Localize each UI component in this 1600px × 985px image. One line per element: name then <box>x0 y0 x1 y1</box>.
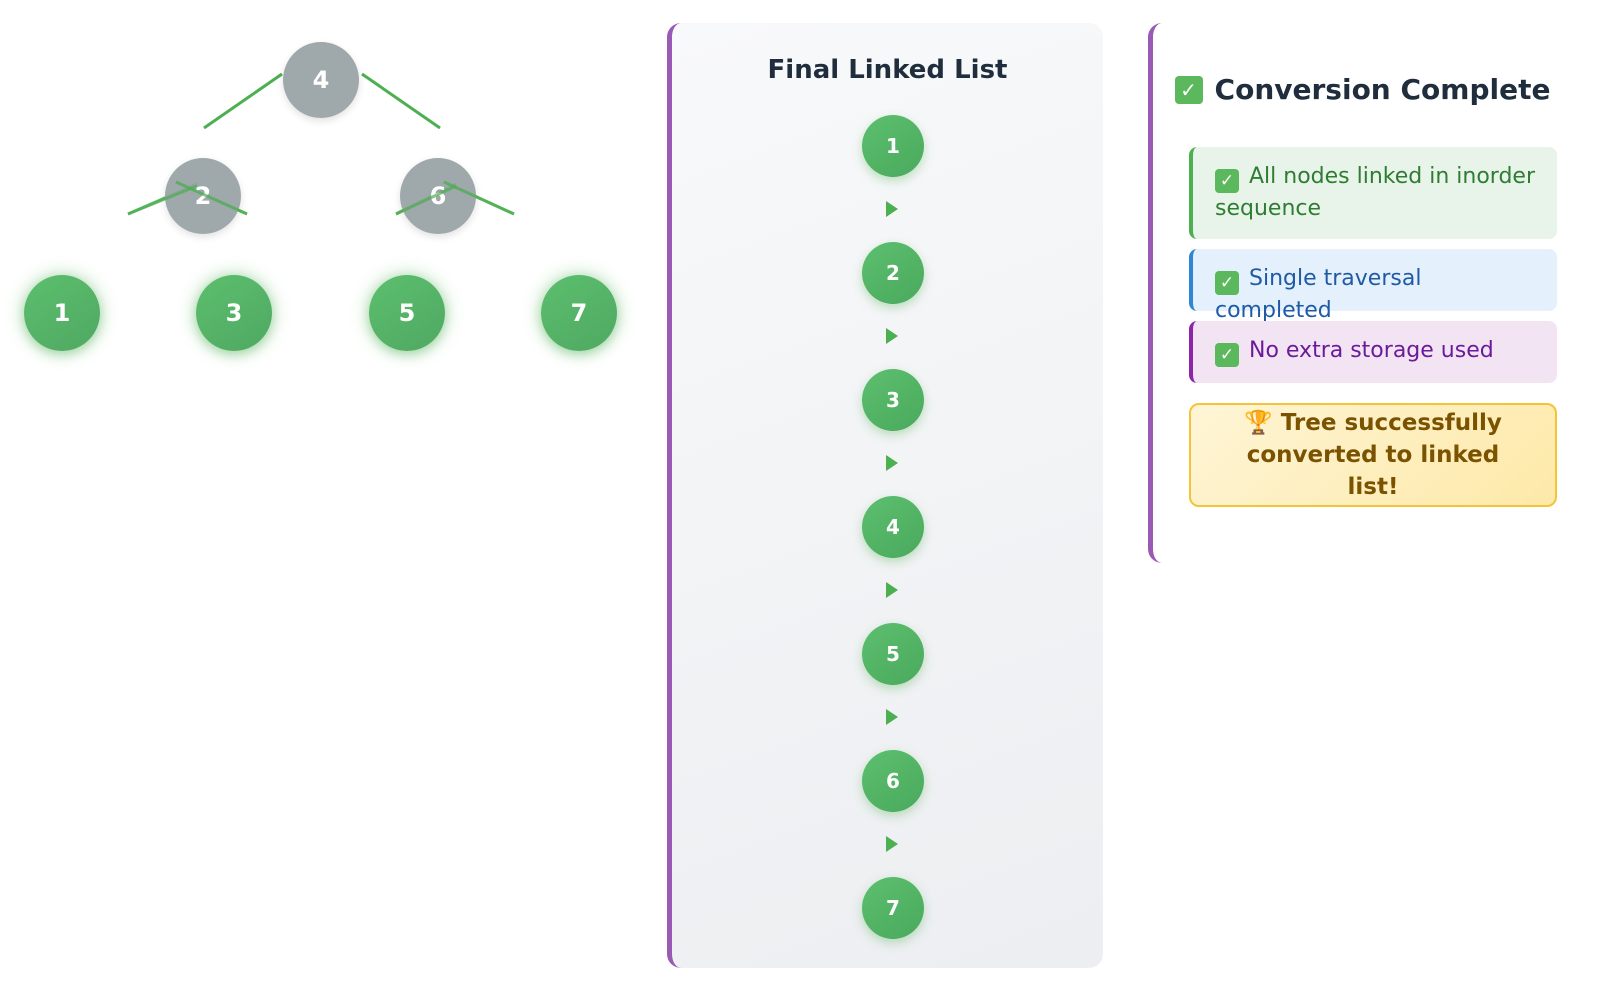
tree-node-root: 4 <box>283 42 359 118</box>
tree-node-value: 1 <box>53 299 71 327</box>
list-node-value: 2 <box>886 261 900 285</box>
arrow-right-icon <box>886 582 898 598</box>
tree-node-left: 2 <box>165 158 241 234</box>
tree-edge <box>361 72 441 130</box>
arrow-right-icon <box>886 201 898 217</box>
tree-edge <box>395 184 457 216</box>
status-card-text: Single traversal completed <box>1215 266 1422 323</box>
arrow-right-icon <box>886 328 898 344</box>
list-node-value: 3 <box>886 388 900 412</box>
tree-edge <box>203 72 283 130</box>
tree-leaf-node: 3 <box>196 275 272 351</box>
success-text: Tree successfully converted to linked li… <box>1246 410 1502 500</box>
status-card-inorder: ✓All nodes linked in inorder sequence <box>1189 147 1557 239</box>
check-icon: ✓ <box>1215 271 1239 295</box>
check-icon: ✓ <box>1174 75 1203 104</box>
tree-node-value: 5 <box>398 299 416 327</box>
list-node: 1 <box>862 115 924 177</box>
list-node: 2 <box>862 242 924 304</box>
tree-edge <box>175 180 248 216</box>
arrow-right-icon <box>886 709 898 725</box>
status-card-storage: ✓ No extra storage used <box>1189 321 1557 383</box>
binary-tree: 4 2 6 1 3 5 7 <box>0 0 640 400</box>
list-node-value: 6 <box>886 769 900 793</box>
tree-leaf-node: 5 <box>369 275 445 351</box>
check-icon: ✓ <box>1215 169 1239 193</box>
arrow-right-icon <box>886 836 898 852</box>
list-node-value: 4 <box>886 515 900 539</box>
status-heading-text: Conversion Complete <box>1214 73 1551 106</box>
tree-edge <box>127 184 198 216</box>
status-card-traversal: ✓Single traversal completed <box>1189 249 1557 323</box>
tree-node-value: 3 <box>225 299 243 327</box>
tree-edge <box>443 180 515 216</box>
linked-list-title: Final Linked List <box>767 55 1008 85</box>
check-icon: ✓ <box>1215 343 1239 367</box>
list-node: 7 <box>862 877 924 939</box>
status-card-text: No extra storage used <box>1249 338 1494 363</box>
arrow-right-icon <box>886 455 898 471</box>
tree-node-value: 7 <box>570 299 588 327</box>
success-banner: 🏆Tree successfully converted to linked l… <box>1189 403 1557 507</box>
tree-leaf-node: 7 <box>541 275 617 351</box>
tree-node-value: 2 <box>194 182 212 210</box>
tree-edges-overlay <box>127 180 515 216</box>
list-node: 6 <box>862 750 924 812</box>
list-node: 5 <box>862 623 924 685</box>
list-node-value: 7 <box>886 896 900 920</box>
list-node: 4 <box>862 496 924 558</box>
list-node-value: 1 <box>886 134 900 158</box>
tree-leaf-node: 1 <box>24 275 100 351</box>
status-card-text: All nodes linked in inorder sequence <box>1215 164 1536 221</box>
list-node: 3 <box>862 369 924 431</box>
status-heading: ✓ Conversion Complete <box>1153 73 1572 106</box>
trophy-icon: 🏆 <box>1244 410 1273 436</box>
status-panel: ✓ Conversion Complete ✓All nodes linked … <box>1148 23 1572 563</box>
linked-list-panel: Final Linked List 1 2 3 4 5 6 7 <box>667 23 1103 968</box>
list-node-value: 5 <box>886 642 900 666</box>
tree-node-value: 4 <box>312 66 330 94</box>
